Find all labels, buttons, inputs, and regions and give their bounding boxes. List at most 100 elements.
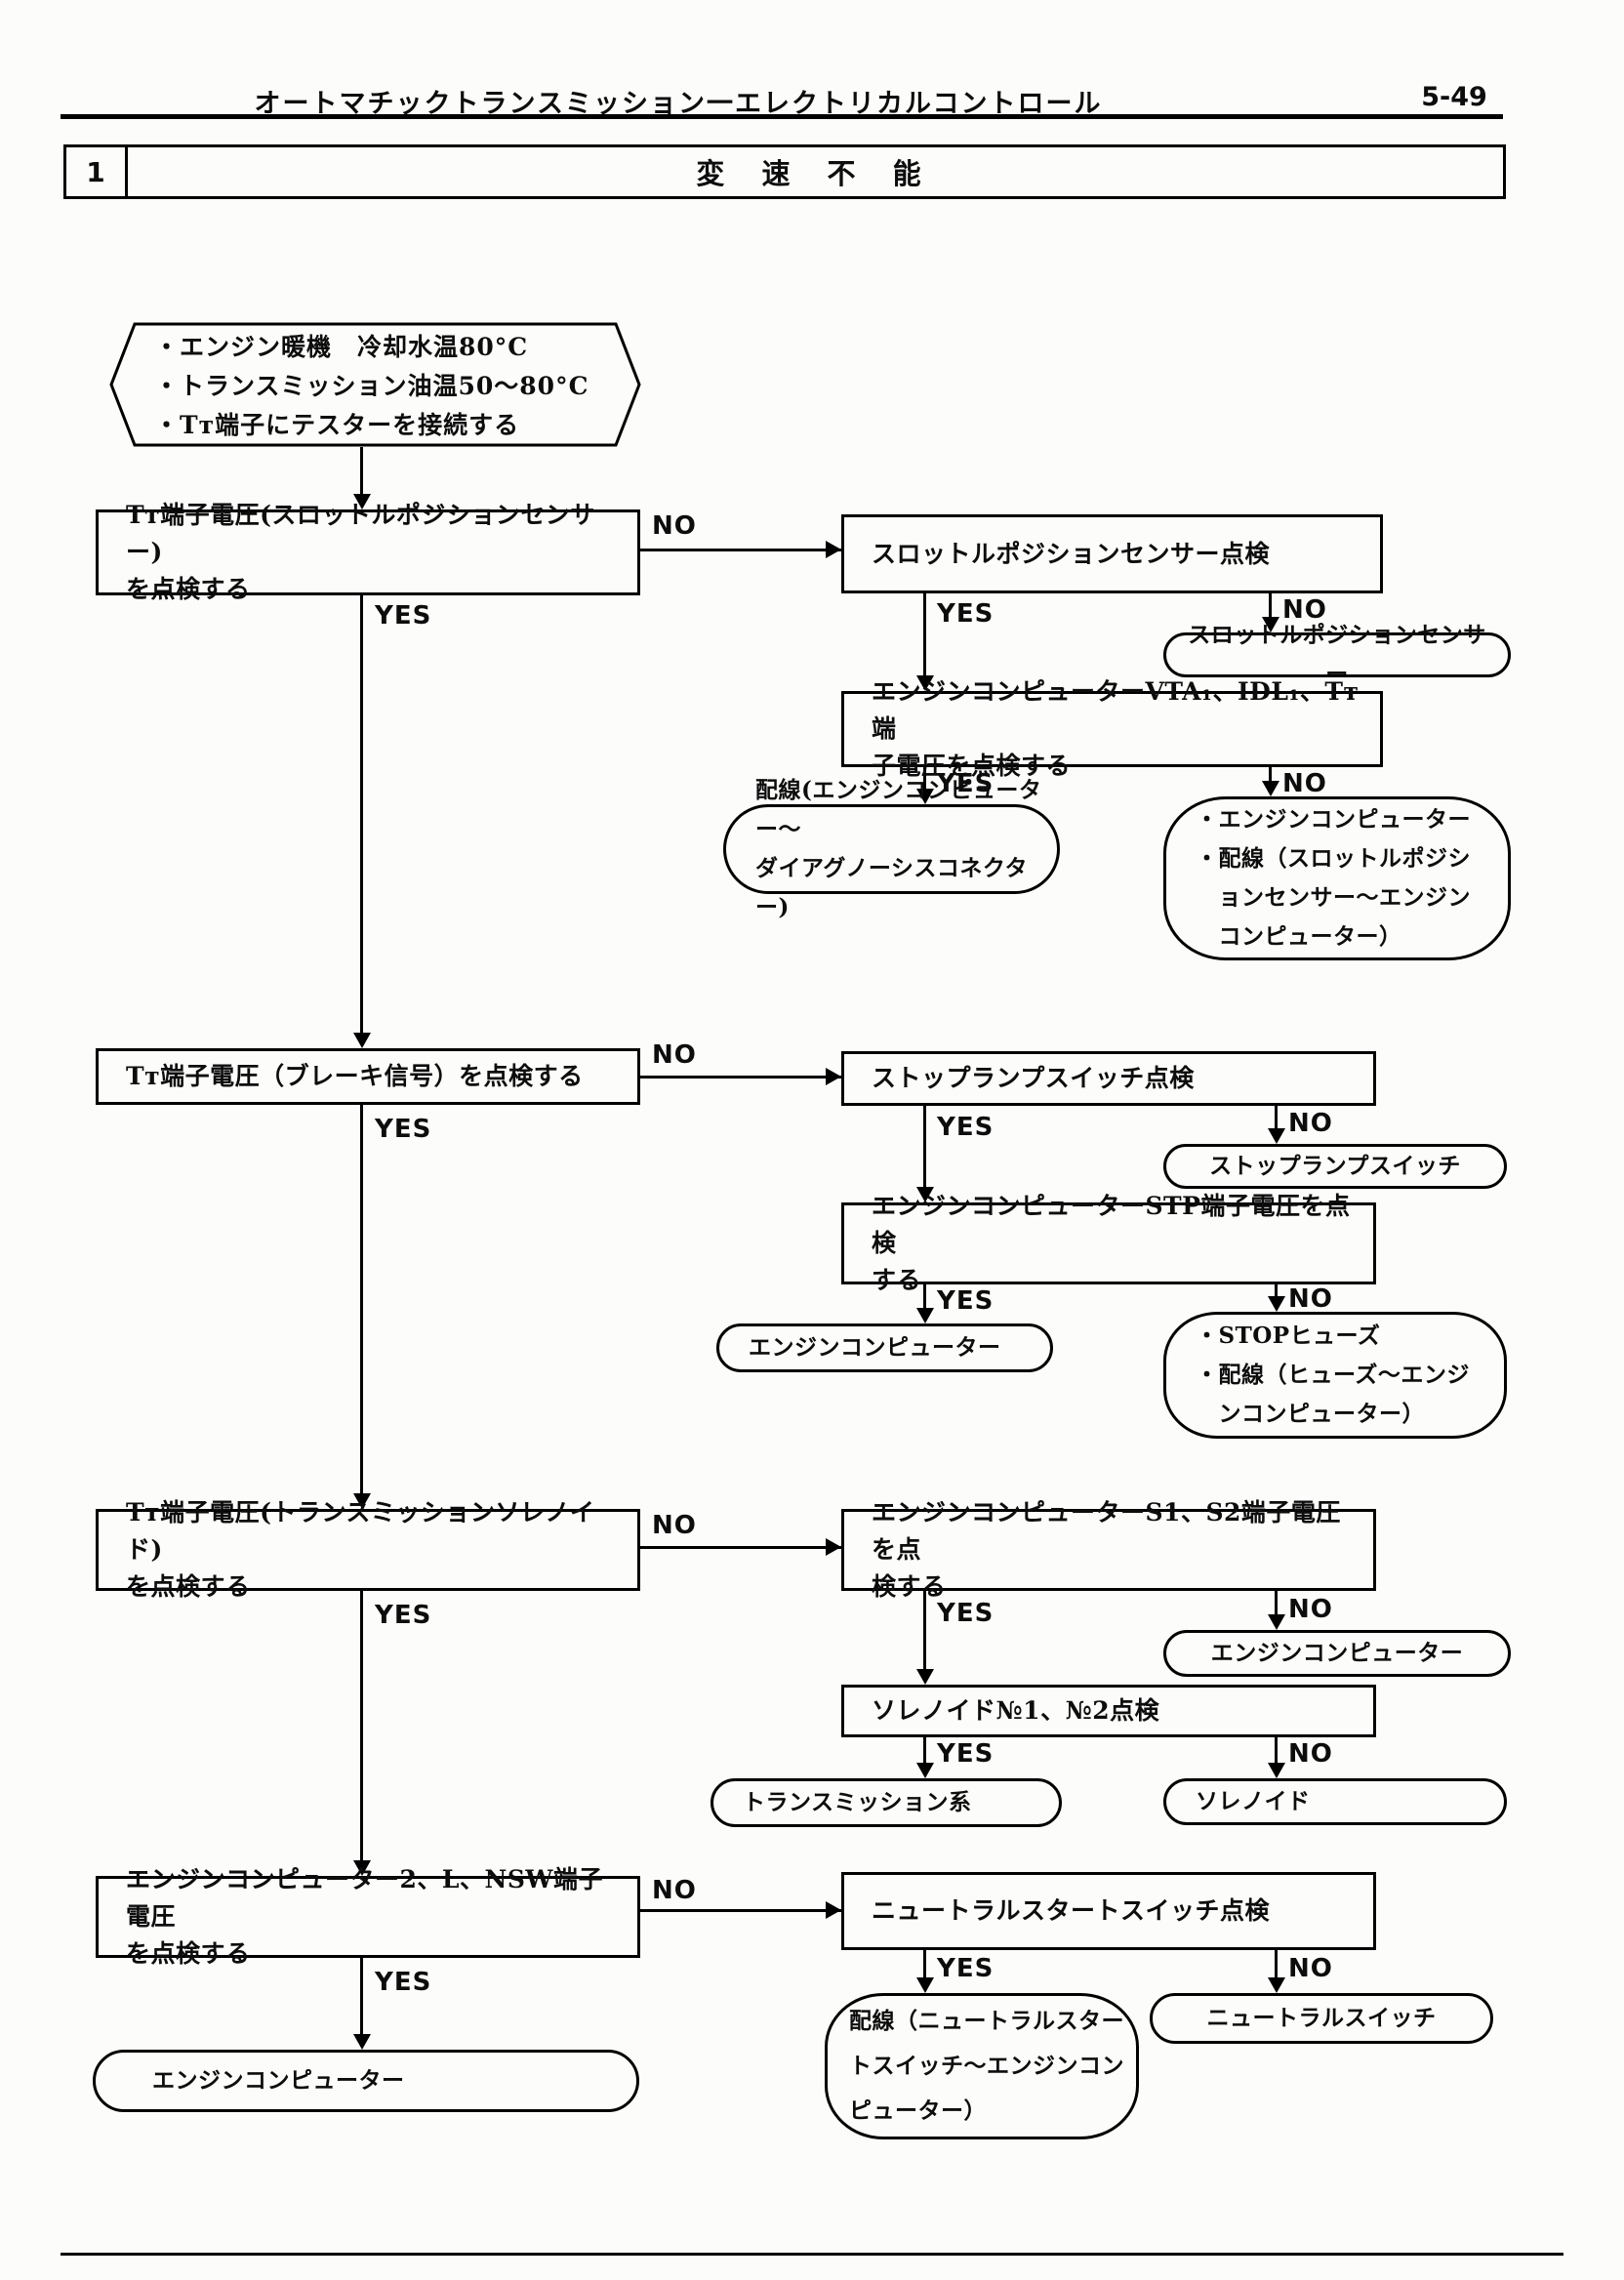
yes-label: YES: [937, 1113, 995, 1142]
arrowhead-right-icon: [826, 1068, 841, 1085]
yes-label: YES: [937, 769, 995, 798]
section-number: 1: [66, 147, 128, 196]
check-ecu-s1s2-box: エンジンコンピューターS1、S2端子電圧を点 検する: [841, 1498, 1376, 1601]
connector-step2-no: [640, 1076, 841, 1079]
section-title: 変 速 不 能: [696, 157, 935, 190]
check-ecu-2l-nsw-box: エンジンコンピューター2、L、NSW端子電圧 を点検する: [96, 1865, 640, 1968]
check-ecu-vta-box: エンジンコンピューターVTA₁、IDL₁、Tᴛ端 子電圧を点検する: [841, 677, 1383, 780]
connector-d1-yes: [923, 1950, 926, 1977]
text-line: 子電圧を点検する: [872, 752, 1072, 780]
text-line: する: [872, 1266, 922, 1294]
arrowhead-down-icon: [353, 2034, 371, 2050]
result-wiring-diag-oval: 配線(エンジンコンピューター～ ダイアグノーシスコネクター): [723, 777, 1060, 920]
result-ecu-oval: エンジンコンピューター: [1163, 1630, 1511, 1677]
arrowhead-down-icon: [916, 1763, 934, 1778]
connector-a1-no: [1269, 593, 1272, 617]
text-line: エンジンコンピューター: [152, 2067, 405, 2094]
arrowhead-down-icon: [916, 1669, 934, 1685]
header-rule: [61, 114, 1503, 119]
no-label: NO: [1282, 595, 1327, 625]
result-ecu-wiring-throttle-oval: ・エンジンコンピューター ・配線（スロットルポジシ ョンセンサー～エンジン コン…: [1163, 796, 1511, 960]
text-line: トランスミッション系: [743, 1789, 972, 1815]
arrowhead-down-icon: [1268, 1977, 1285, 1993]
text-line: Tᴛ端子電圧(トランスミッションソレノイド): [126, 1498, 595, 1564]
footer-rule: [61, 2253, 1563, 2256]
text-line: ・STOPヒューズ: [1196, 1323, 1381, 1349]
yes-label: YES: [375, 1601, 432, 1630]
connector-step1-no: [640, 549, 841, 551]
text-line: 配線(エンジンコンピューター～: [755, 777, 1042, 842]
connector-step4-no: [640, 1909, 841, 1912]
no-label: NO: [1288, 1954, 1333, 1983]
yes-label: YES: [375, 601, 432, 631]
connector-c1-yes: [923, 1591, 926, 1669]
connector-step3-no: [640, 1546, 841, 1549]
connector-b2-no: [1275, 1284, 1278, 1296]
arrowhead-right-icon: [826, 1901, 841, 1919]
result-stop-lamp-switch-oval: ストップランプスイッチ: [1163, 1144, 1507, 1189]
text-line: ・配線（ヒューズ～エンジ: [1196, 1362, 1470, 1388]
no-label: NO: [652, 1876, 697, 1905]
connector-c2-yes: [923, 1737, 926, 1763]
connector-step1-to-step2: [360, 595, 363, 1033]
arrowhead-down-icon: [916, 1308, 934, 1323]
text-line: ストップランプスイッチ: [1209, 1153, 1461, 1179]
arrowhead-down-icon: [353, 1033, 371, 1048]
connector-b1-no: [1275, 1106, 1278, 1128]
text-line: を点検する: [126, 1572, 251, 1601]
start-condition-line: ・トランスミッション油温50～80°C: [154, 372, 589, 400]
text-line: スロットルポジションセンサー: [1188, 622, 1486, 687]
check-solenoid-box: ソレノイド№1、№2点検: [841, 1685, 1376, 1737]
text-line: エンジンコンピューター: [749, 1334, 1001, 1361]
yes-label: YES: [937, 1599, 995, 1628]
page-number: 5-49: [1421, 82, 1487, 112]
text-line: を点検する: [126, 575, 251, 603]
start-conditions-hexagon: ・エンジン暖機 冷却水温80°C ・トランスミッション油温50～80°C ・Tᴛ…: [109, 322, 641, 447]
text-line: エンジンコンピューター2、L、NSW端子電圧: [126, 1865, 603, 1931]
yes-label: YES: [375, 1968, 432, 1997]
check-tt-brake-box: Tᴛ端子電圧（ブレーキ信号）を点検する: [96, 1048, 640, 1105]
text-line: 検する: [872, 1572, 947, 1601]
arrowhead-down-icon: [353, 1493, 371, 1509]
connector-step3-to-step4: [360, 1591, 363, 1860]
result-wiring-neutral-oval: 配線（ニュートラルスター トスイッチ～エンジンコン ピューター）: [825, 1993, 1139, 2139]
text-line: 配線（ニュートラルスター: [849, 2008, 1124, 2034]
connector-c2-no: [1275, 1737, 1278, 1763]
start-condition-line: ・エンジン暖機 冷却水温80°C: [154, 333, 529, 361]
text-line: スロットルポジションセンサー点検: [872, 539, 1271, 568]
result-stop-fuse-oval: ・STOPヒューズ ・配線（ヒューズ～エンジ ンコンピューター）: [1163, 1312, 1507, 1439]
check-stop-lamp-switch-box: ストップランプスイッチ点検: [841, 1051, 1376, 1106]
result-transmission-oval: トランスミッション系: [710, 1778, 1062, 1827]
text-line: を点検する: [126, 1939, 251, 1968]
arrowhead-right-icon: [826, 1538, 841, 1556]
no-label: NO: [652, 511, 697, 541]
start-condition-line: ・Tᴛ端子にテスターを接続する: [154, 411, 520, 439]
arrowhead-down-icon: [916, 675, 934, 691]
check-neutral-start-switch-box: ニュートラルスタートスイッチ点検: [841, 1872, 1376, 1950]
connector-start-to-step1: [360, 447, 363, 496]
text-line: トスイッチ～エンジンコン: [849, 2053, 1124, 2079]
result-neutral-switch-oval: ニュートラルスイッチ: [1150, 1993, 1493, 2044]
yes-label: YES: [375, 1115, 432, 1144]
no-label: NO: [1288, 1109, 1333, 1138]
no-label: NO: [1288, 1595, 1333, 1624]
no-label: NO: [1282, 769, 1327, 798]
connector-a1-yes: [923, 593, 926, 675]
check-tt-throttle-box: Tᴛ端子電圧(スロットルポジションセンサー) を点検する: [96, 501, 640, 603]
connector-step4-to-result: [360, 1958, 363, 2034]
result-solenoid-oval: ソレノイド: [1163, 1778, 1507, 1825]
section-header: 1 変 速 不 能: [63, 144, 1506, 199]
text-line: ニュートラルスタートスイッチ点検: [872, 1896, 1271, 1925]
yes-label: YES: [937, 1954, 995, 1983]
no-label: NO: [1288, 1739, 1333, 1769]
text-line: ンコンピューター）: [1196, 1401, 1425, 1427]
arrowhead-down-icon: [1262, 781, 1279, 796]
arrowhead-down-icon: [353, 494, 371, 509]
yes-label: YES: [937, 1286, 995, 1316]
hexagon-border: [109, 322, 641, 447]
text-line: ョンセンサー～エンジン: [1196, 884, 1471, 911]
no-label: NO: [652, 1511, 697, 1540]
text-line: ダイアグノーシスコネクター): [755, 855, 1029, 920]
text-line: ニュートラルスイッチ: [1206, 2005, 1437, 2031]
